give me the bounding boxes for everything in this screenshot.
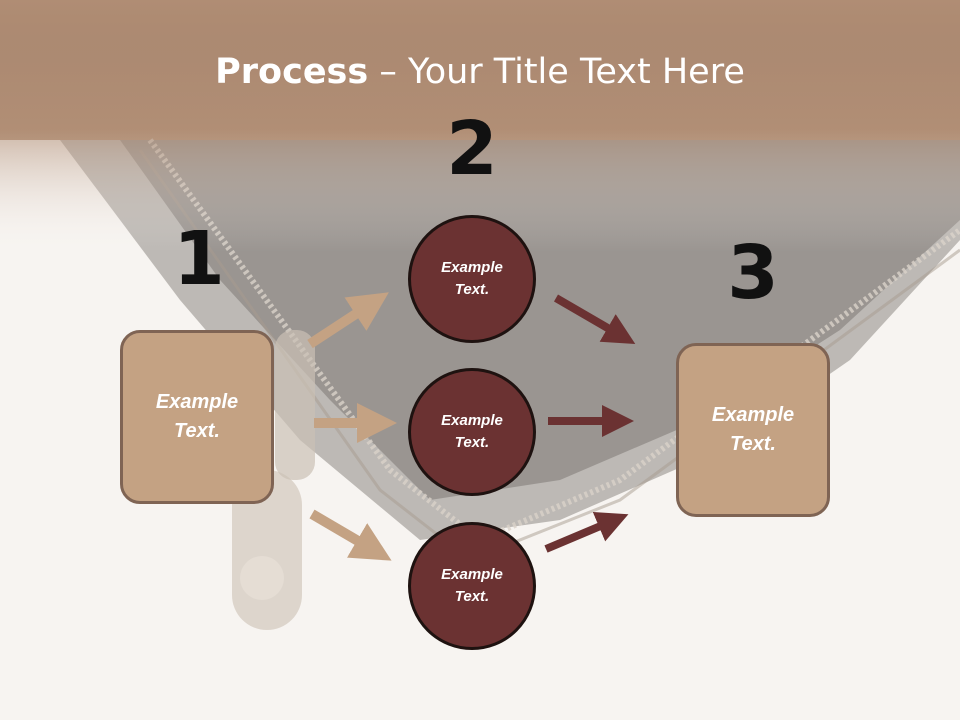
circle-bottom-label: Example Text. xyxy=(441,565,503,606)
step-number-3: 3 xyxy=(727,230,779,316)
title-bold: Process xyxy=(215,52,369,92)
arrow-left-to-top xyxy=(307,292,389,349)
right-box-label: Example Text. xyxy=(711,404,795,455)
title-rest: – Your Title Text Here xyxy=(368,52,745,92)
arrow-bottom-to-right xyxy=(544,511,629,553)
right-box: Example Text. xyxy=(676,343,830,517)
slide-title: Process – Your Title Text Here xyxy=(0,52,960,92)
step-number-2: 2 xyxy=(446,106,498,192)
arrow-top-to-right xyxy=(553,294,636,345)
arrow-left-to-bottom xyxy=(309,509,392,561)
left-box: Example Text. xyxy=(120,330,274,504)
step-number-1: 1 xyxy=(173,216,225,302)
circle-bottom: Example Text. xyxy=(408,522,536,650)
circle-middle-label: Example Text. xyxy=(441,411,503,452)
circle-top: Example Text. xyxy=(408,215,536,343)
circle-top-label: Example Text. xyxy=(441,258,503,299)
left-box-label: Example Text. xyxy=(155,391,239,442)
circle-middle: Example Text. xyxy=(408,368,536,496)
